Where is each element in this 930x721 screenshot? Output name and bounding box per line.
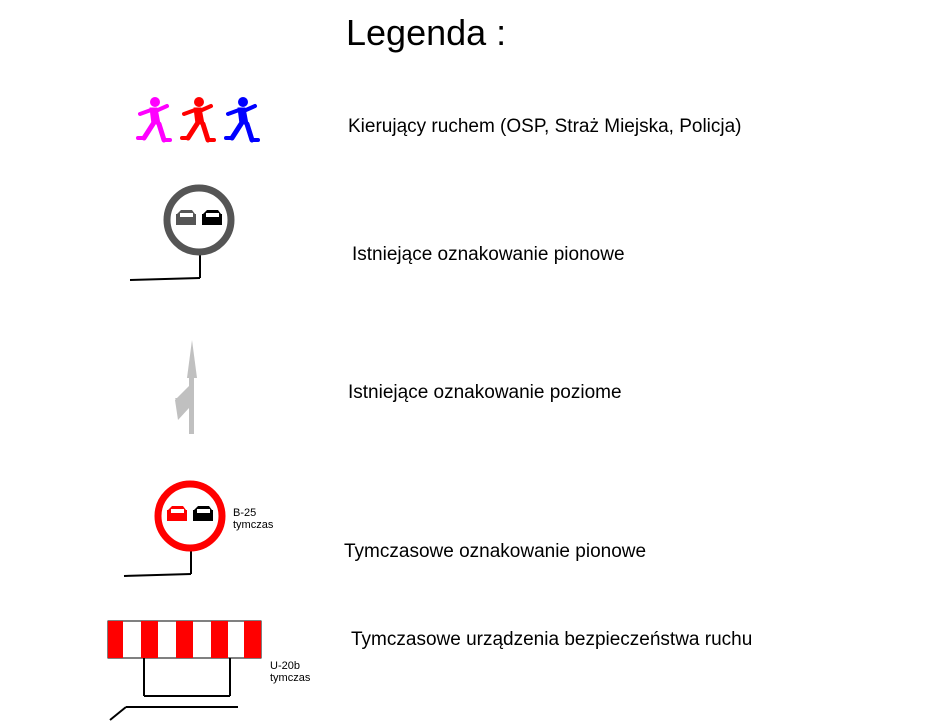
temporary-barrier-u20b-icon: [107, 620, 262, 721]
car-black-icon: [202, 210, 222, 225]
traffic-controllers-icon: [136, 97, 260, 143]
legend-label-existing-vertical: Istniejące oznakowanie pionowe: [352, 244, 625, 265]
sign-code-b25: B-25: [233, 507, 257, 519]
legend-label-traffic-controllers: Kierujący ruchem (OSP, Straż Miejska, Po…: [348, 116, 742, 137]
legend-label-existing-horizontal: Istniejące oznakowanie poziome: [348, 382, 622, 403]
existing-road-marking-arrow-icon: [175, 340, 197, 434]
car-black-icon: [193, 506, 213, 521]
car-red-icon: [167, 506, 187, 521]
temporary-sign-b25-icon: [123, 480, 226, 577]
sign-note-b25: tymczas: [233, 519, 274, 531]
barrier-stripes: [108, 621, 261, 658]
controller-figure-magenta: [136, 97, 172, 143]
car-gray-icon: [176, 210, 196, 225]
legend-label-temporary-devices: Tymczasowe urządzenia bezpieczeństwa ruc…: [351, 629, 753, 650]
legend-label-temporary-vertical: Tymczasowe oznakowanie pionowe: [344, 541, 647, 562]
device-note-u20b: tymczas: [270, 672, 311, 684]
legend-title: Legenda :: [346, 12, 507, 53]
controller-figure-red: [180, 97, 216, 143]
controller-figure-blue: [224, 97, 260, 143]
device-code-u20b: U-20b: [270, 660, 300, 672]
existing-sign-icon: [129, 184, 235, 281]
